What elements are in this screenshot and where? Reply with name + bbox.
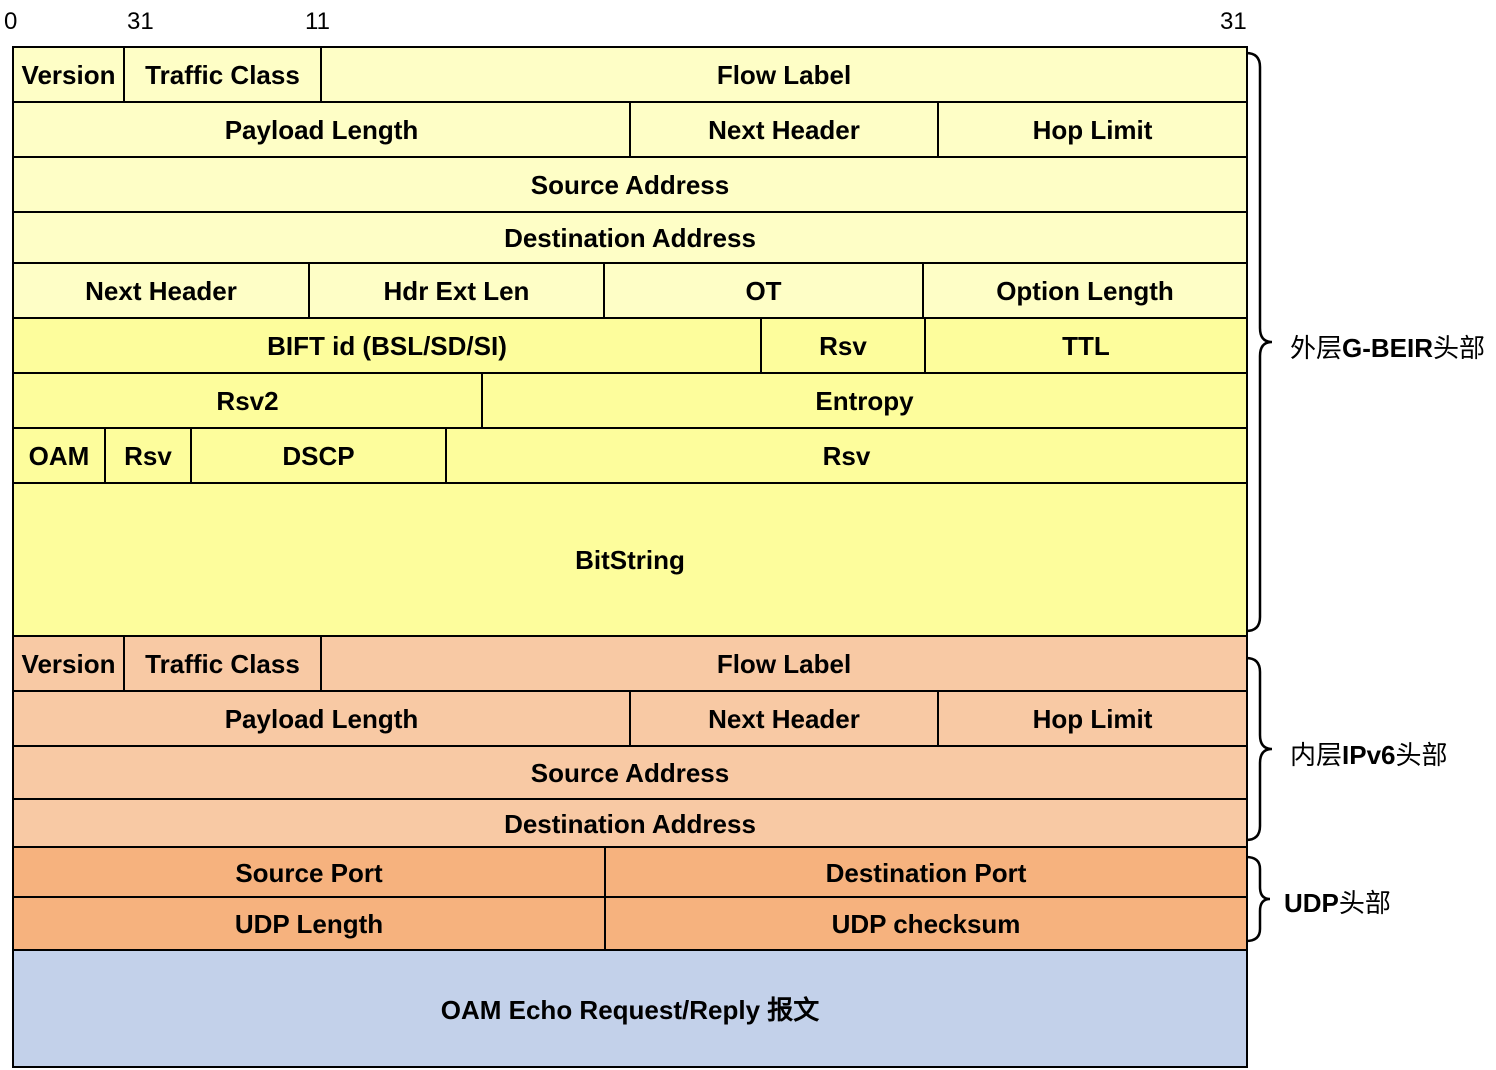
entropy-field: Entropy bbox=[481, 372, 1248, 431]
dscp-field: DSCP bbox=[190, 427, 447, 486]
ext-next-header-field: Next Header bbox=[12, 262, 310, 321]
inner-source-address-field: Source Address bbox=[12, 745, 1248, 802]
inner-row-1: Version Traffic Class Flow Label bbox=[12, 635, 1248, 694]
outer-row-3: Source Address bbox=[12, 156, 1248, 215]
oam-echo-payload-field: OAM Echo Request/Reply 报文 bbox=[12, 949, 1248, 1068]
inner-next-header-field: Next Header bbox=[629, 690, 939, 749]
source-port-field: Source Port bbox=[12, 846, 606, 900]
rsv-field-2: Rsv bbox=[104, 427, 192, 486]
inner-payload-length-field: Payload Length bbox=[12, 690, 631, 749]
outer-flow-label-field: Flow Label bbox=[320, 46, 1248, 105]
outer-version-field: Version bbox=[12, 46, 125, 105]
inner-hop-limit-field: Hop Limit bbox=[937, 690, 1248, 749]
outer-row-7: Rsv2 Entropy bbox=[12, 372, 1248, 431]
outer-row-1: Version Traffic Class Flow Label bbox=[12, 46, 1248, 105]
bit-marker-0: 0 bbox=[4, 8, 18, 35]
outer-payload-length-field: Payload Length bbox=[12, 101, 631, 160]
bitstring-field: BitString bbox=[12, 482, 1248, 639]
outer-destination-address-field: Destination Address bbox=[12, 211, 1248, 266]
oam-field: OAM bbox=[12, 427, 106, 486]
rsv-field-3: Rsv bbox=[445, 427, 1248, 486]
udp-row-1: Source Port Destination Port bbox=[12, 846, 1248, 900]
udp-header-label: UDP头部 bbox=[1284, 888, 1391, 918]
inner-header-label: 内层IPv6头部 bbox=[1290, 740, 1448, 770]
bit-marker-11: 11 bbox=[305, 8, 330, 35]
inner-destination-address-field: Destination Address bbox=[12, 798, 1248, 850]
inner-row-2: Payload Length Next Header Hop Limit bbox=[12, 690, 1248, 749]
rsv-field-1: Rsv bbox=[760, 317, 926, 376]
inner-row-4: Destination Address bbox=[12, 798, 1248, 850]
udp-length-field: UDP Length bbox=[12, 896, 606, 953]
outer-source-address-field: Source Address bbox=[12, 156, 1248, 215]
inner-traffic-class-field: Traffic Class bbox=[123, 635, 322, 694]
option-length-field: Option Length bbox=[922, 262, 1248, 321]
udp-row-2: UDP Length UDP checksum bbox=[12, 896, 1248, 953]
outer-row-9: BitString bbox=[12, 482, 1248, 639]
bit-marker-3: 31 bbox=[127, 8, 154, 35]
udp-header-brace bbox=[1245, 855, 1271, 943]
inner-row-3: Source Address bbox=[12, 745, 1248, 802]
hdr-ext-len-field: Hdr Ext Len bbox=[308, 262, 605, 321]
inner-header-brace bbox=[1245, 656, 1273, 842]
payload-row: OAM Echo Request/Reply 报文 bbox=[12, 949, 1248, 1068]
outer-row-5: Next Header Hdr Ext Len OT Option Length bbox=[12, 262, 1248, 321]
bift-id-field: BIFT id (BSL/SD/SI) bbox=[12, 317, 762, 376]
outer-header-brace bbox=[1245, 51, 1273, 633]
inner-flow-label-field: Flow Label bbox=[320, 635, 1248, 694]
outer-header-label: 外层G-BEIR头部 bbox=[1290, 333, 1486, 363]
ot-field: OT bbox=[603, 262, 924, 321]
inner-version-field: Version bbox=[12, 635, 125, 694]
outer-traffic-class-field: Traffic Class bbox=[123, 46, 322, 105]
outer-hop-limit-field: Hop Limit bbox=[937, 101, 1248, 160]
bit-marker-31: 31 bbox=[1220, 8, 1247, 35]
outer-row-8: OAM Rsv DSCP Rsv bbox=[12, 427, 1248, 486]
rsv2-field: Rsv2 bbox=[12, 372, 483, 431]
outer-row-6: BIFT id (BSL/SD/SI) Rsv TTL bbox=[12, 317, 1248, 376]
outer-row-4: Destination Address bbox=[12, 211, 1248, 266]
outer-next-header-field: Next Header bbox=[629, 101, 939, 160]
destination-port-field: Destination Port bbox=[604, 846, 1248, 900]
udp-checksum-field: UDP checksum bbox=[604, 896, 1248, 953]
ttl-field: TTL bbox=[924, 317, 1248, 376]
outer-row-2: Payload Length Next Header Hop Limit bbox=[12, 101, 1248, 160]
